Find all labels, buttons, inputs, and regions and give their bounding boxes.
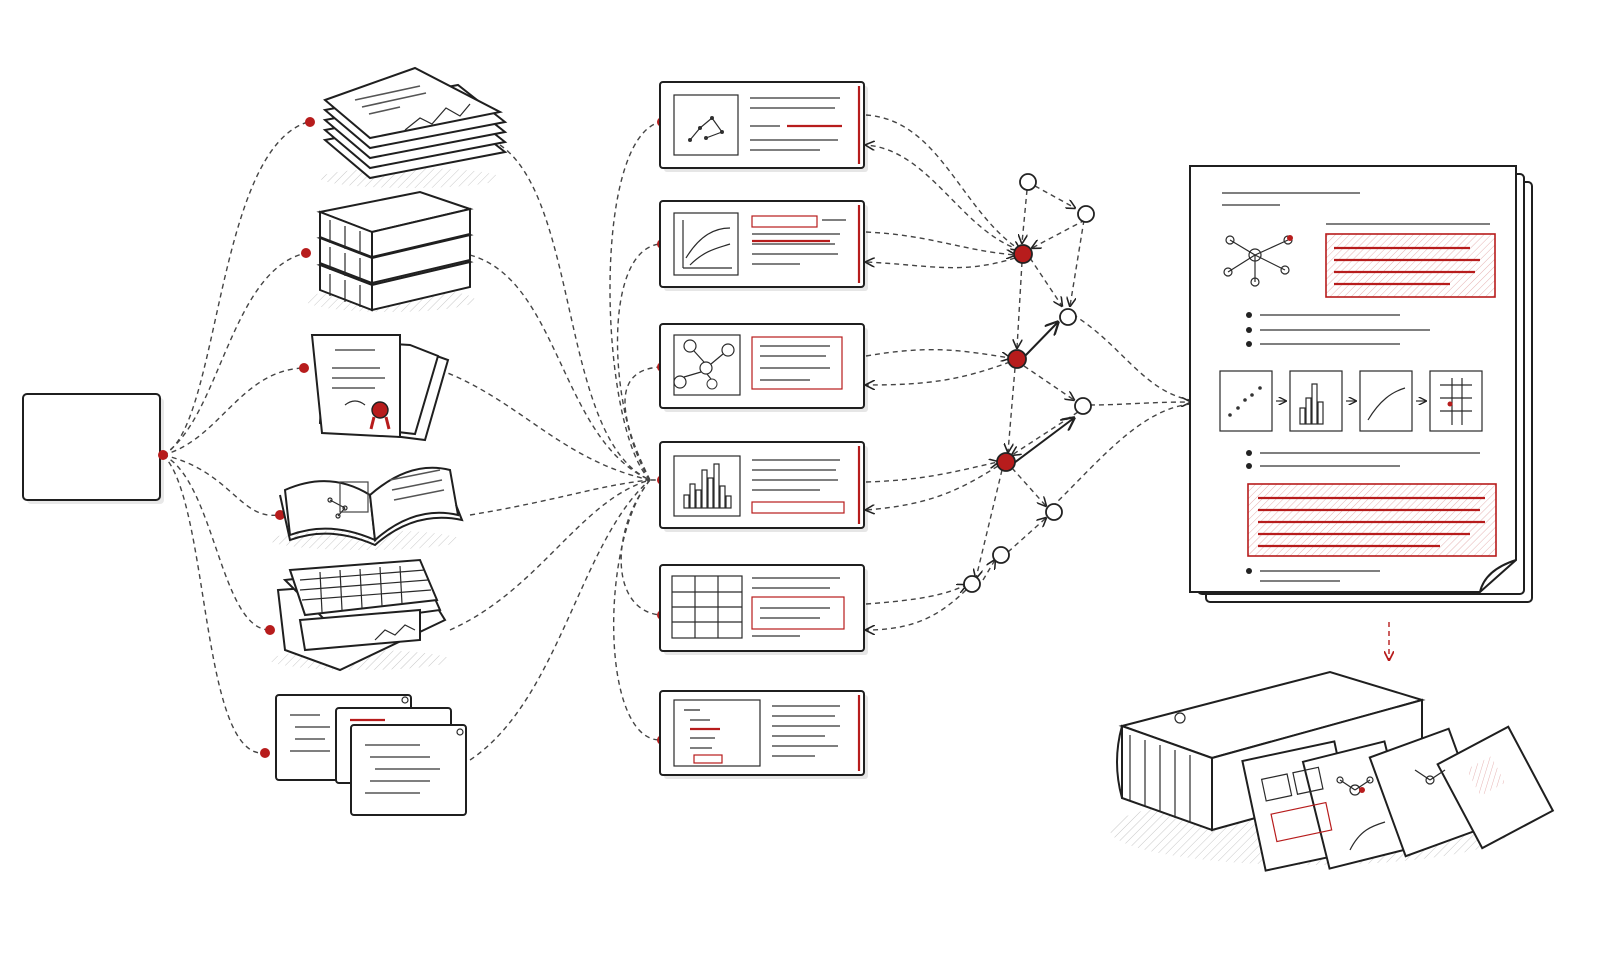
- graph-node: [1077, 205, 1095, 223]
- port-dot: [301, 248, 311, 258]
- table-thumbnail-icon: [672, 576, 742, 638]
- extract-card: [659, 200, 868, 291]
- open-book-icon: [270, 466, 464, 550]
- histogram-thumbnail-icon: [683, 463, 732, 509]
- graph-connectors: [866, 114, 1020, 630]
- extract-card: [659, 690, 868, 779]
- graph-node: [1045, 503, 1063, 521]
- graph-node: [963, 575, 981, 593]
- source-connectors: [162, 117, 315, 758]
- paper-stack-icon: [320, 66, 508, 188]
- graph-node: [1074, 397, 1092, 415]
- extract-card: [659, 564, 868, 655]
- certificate-icon: [310, 334, 450, 442]
- extract-card: [659, 81, 868, 172]
- knowledge-graph-icon: [963, 173, 1190, 593]
- graph-node: [1059, 308, 1077, 326]
- extract-card: [659, 441, 868, 532]
- graph-node-highlighted: [1013, 244, 1033, 264]
- hub-connectors: [439, 117, 667, 761]
- graph-thumbnail-icon: [673, 339, 735, 390]
- port-dot: [260, 748, 270, 758]
- network-thumbnail-icon: [688, 116, 724, 142]
- graph-node: [1019, 173, 1037, 191]
- port-dot: [305, 117, 315, 127]
- graph-node-highlighted: [996, 452, 1016, 472]
- code-window-icon: [275, 694, 467, 816]
- blank-card-icon: [22, 393, 168, 504]
- graph-node: [992, 546, 1010, 564]
- curve-chart-thumbnail-icon: [682, 220, 732, 269]
- book-stack-icon: [305, 190, 475, 312]
- code-thumbnail-icon: [684, 709, 723, 764]
- report-network-icon: [1223, 235, 1293, 287]
- spreadsheet-stack-icon: [270, 558, 450, 672]
- port-dot: [299, 363, 309, 373]
- port-dot: [265, 625, 275, 635]
- port-dot: [275, 510, 285, 520]
- extract-card: [659, 323, 868, 412]
- graph-node-highlighted: [1007, 349, 1027, 369]
- binder-with-pages-icon: [1110, 670, 1555, 872]
- report-document-icon: [1189, 165, 1533, 603]
